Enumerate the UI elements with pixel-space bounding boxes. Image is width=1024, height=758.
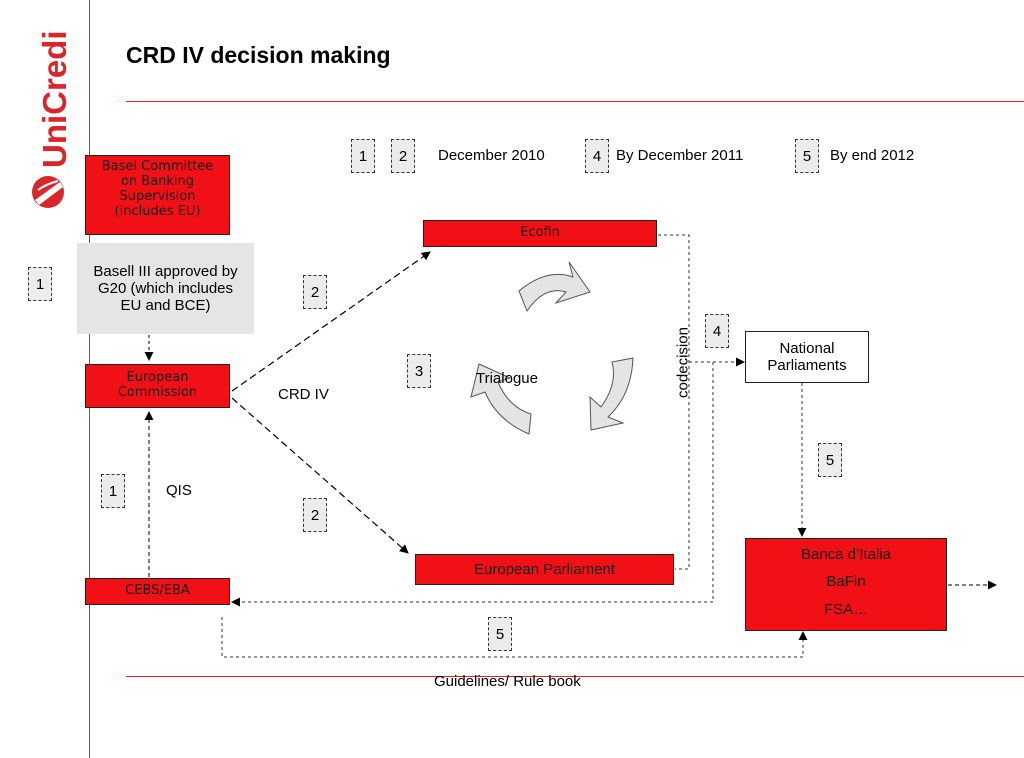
legend-badge-4: 4 xyxy=(585,139,609,173)
legend-by-december-2011: By December 2011 xyxy=(616,147,744,164)
european-parliament-box: European Parliament xyxy=(415,554,674,585)
guidelines-step-badge: 5 xyxy=(488,617,512,651)
national-step-badge: 5 xyxy=(818,443,842,477)
qis-step-badge: 1 xyxy=(101,474,125,508)
national-parliaments-label: National Parliaments xyxy=(767,339,847,374)
european-commission-box: European Commission xyxy=(85,364,230,408)
legend-december-2010: December 2010 xyxy=(438,147,545,164)
crd-iv-label: CRD IV xyxy=(278,386,329,403)
arrow-commission-to-ecofin xyxy=(231,251,431,392)
arrow-guidelines xyxy=(221,617,808,658)
european-parliament-label: European Parliament xyxy=(474,560,615,578)
trialogue-arrow-top xyxy=(518,261,591,313)
codecision-bracket xyxy=(658,234,690,570)
legend-by-end-2012: By end 2012 xyxy=(830,147,915,164)
legend-badge-2: 2 xyxy=(391,139,415,173)
logo-wordmark: UniCredit xyxy=(36,30,73,168)
footer-line xyxy=(126,676,1024,677)
basel-committee-box: Basel Committee on Banking Supervision (… xyxy=(85,155,230,235)
basel-committee-label: Basel Committee on Banking Supervision (… xyxy=(101,159,214,219)
cebs-eba-box: CEBS/EBA xyxy=(85,578,230,605)
basel-iii-note-text: Basell III approved by G20 (which includ… xyxy=(93,262,238,315)
regulators-box: Banca d’Italia BaFin FSA… xyxy=(745,538,947,631)
legend-badge-1: 1 xyxy=(351,139,375,173)
trialogue-arrow-right xyxy=(589,357,634,431)
legend-badge-5: 5 xyxy=(795,139,819,173)
arrow-national-to-cebs xyxy=(231,362,714,607)
title-underline xyxy=(126,101,1024,102)
page-title: CRD IV decision making xyxy=(126,42,391,68)
ecofin-box: Ecofin xyxy=(423,220,657,247)
national-parliaments-box: National Parliaments xyxy=(745,331,869,383)
unicredit-logo: UniCredit xyxy=(8,19,78,220)
basel-iii-note: Basell III approved by G20 (which includ… xyxy=(77,243,254,334)
regulator-fsa: FSA… xyxy=(823,600,869,618)
codecision-label: codecision xyxy=(674,327,692,398)
trialogue-arrow-left xyxy=(470,363,532,435)
parliament-step-badge: 2 xyxy=(303,498,327,532)
regulator-bafin: BaFin xyxy=(826,573,866,591)
guidelines-label: Guidelines/ Rule book xyxy=(434,673,581,690)
regulator-banca-italia: Banca d’Italia xyxy=(800,546,892,563)
ecofin-label: Ecofin xyxy=(520,225,560,241)
basel-step-badge: 1 xyxy=(28,267,52,301)
trialogue-label: Trialogue xyxy=(476,370,538,387)
cebs-eba-label: CEBS/EBA xyxy=(125,583,190,599)
codecision-step-badge: 4 xyxy=(705,314,729,348)
arrow-commission-to-parliament xyxy=(231,397,409,554)
trialogue-step-badge: 3 xyxy=(407,354,431,388)
qis-label: QIS xyxy=(166,482,192,499)
european-commission-label: European Commission xyxy=(117,370,198,400)
ecofin-step-badge: 2 xyxy=(303,275,327,309)
